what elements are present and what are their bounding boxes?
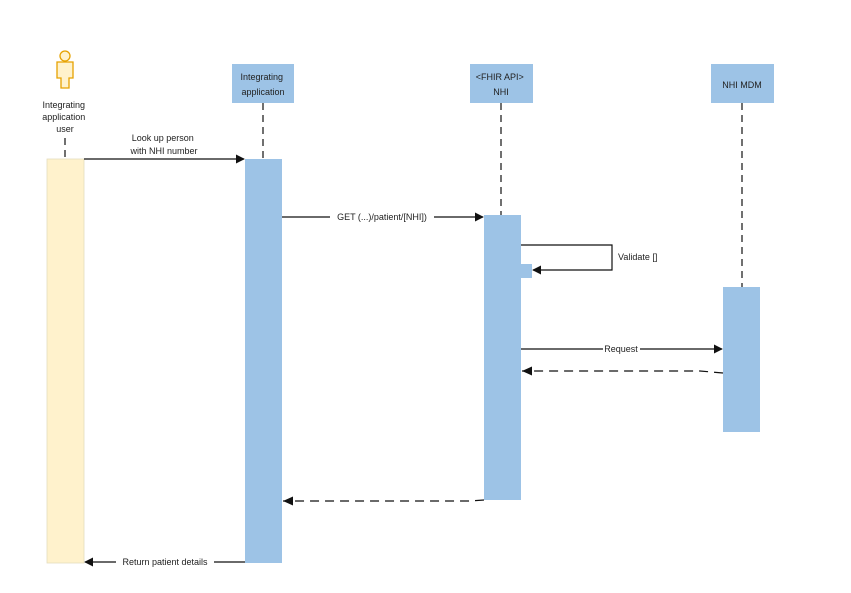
person-icon bbox=[56, 50, 74, 89]
message-lookup-label: Look up person with NHI number bbox=[129, 133, 197, 156]
activation-nhi-mdm bbox=[723, 287, 760, 432]
message-return-label: Return patient details bbox=[122, 557, 208, 567]
message-validate-label: Validate [] bbox=[618, 252, 657, 262]
activation-integrating-application bbox=[245, 159, 282, 563]
activation-fhir-api-nhi bbox=[484, 215, 521, 500]
reply-api-to-app-line bbox=[283, 499, 485, 502]
message-get-patient-label-bg bbox=[330, 211, 434, 223]
message-return: Return patient details bbox=[84, 556, 245, 568]
message-get-patient: GET (...)/patient/[NHI]) bbox=[282, 211, 484, 223]
participant-nhi-mdm: NHI MDM bbox=[711, 64, 774, 103]
participant-integrating-application: Integrating application bbox=[232, 64, 294, 103]
message-request-label: Request bbox=[604, 344, 638, 354]
actor-user-label: Integrating application user bbox=[42, 100, 88, 134]
actor-user: Integrating application user bbox=[42, 50, 88, 134]
participant-integrating-application-label: Integrating application bbox=[240, 72, 285, 97]
reply-api-to-app-arrowhead bbox=[283, 496, 293, 506]
message-request-label-bg bbox=[603, 343, 640, 355]
participant-fhir-api-nhi: <FHIR API> NHI bbox=[470, 64, 533, 103]
reply-mdm-to-api-line bbox=[522, 370, 724, 374]
activation-self-validate bbox=[514, 264, 532, 278]
message-validate-arrow bbox=[521, 244, 613, 275]
participant-fhir-api-nhi-label: <FHIR API> NHI bbox=[476, 72, 527, 97]
activation-user bbox=[46, 158, 85, 564]
reply-mdm-to-api-arrowhead bbox=[522, 366, 532, 376]
message-request: Request bbox=[521, 343, 723, 355]
message-lookup: Look up person with NHI number bbox=[84, 133, 245, 164]
message-validate: Validate [] bbox=[521, 244, 657, 275]
message-return-label-bg bbox=[116, 556, 214, 568]
participant-nhi-mdm-label: NHI MDM bbox=[722, 80, 762, 90]
message-get-patient-label: GET (...)/patient/[NHI]) bbox=[337, 212, 427, 222]
